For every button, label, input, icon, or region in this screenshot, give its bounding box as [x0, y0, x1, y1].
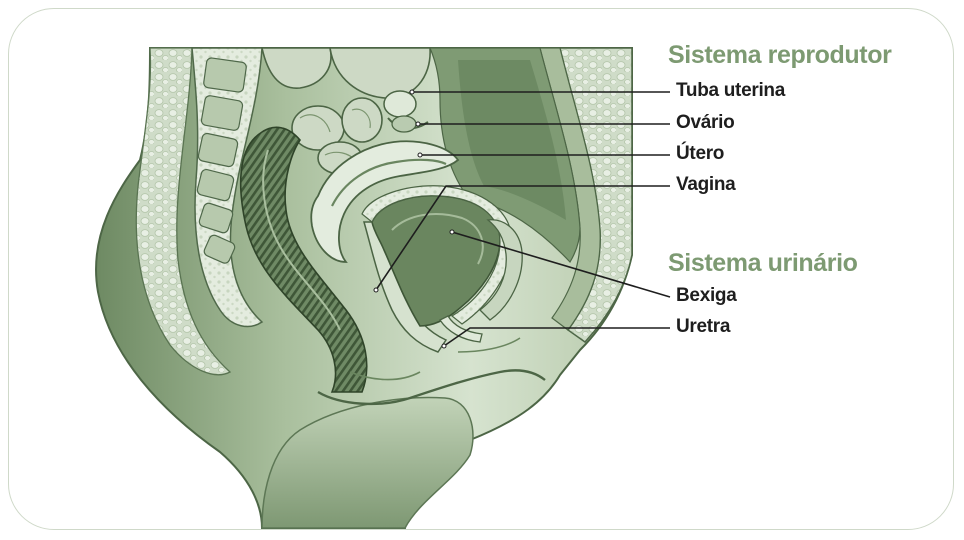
label-ovario: Ovário — [676, 112, 734, 134]
reproductive-system-title: Sistema reprodutor — [668, 41, 891, 70]
label-uretra: Uretra — [676, 316, 730, 338]
label-vagina: Vagina — [676, 174, 735, 196]
urinary-system-title: Sistema urinário — [668, 249, 858, 278]
label-tuba-uterina: Tuba uterina — [676, 80, 785, 102]
label-utero: Útero — [676, 143, 724, 165]
label-bexiga: Bexiga — [676, 285, 737, 307]
